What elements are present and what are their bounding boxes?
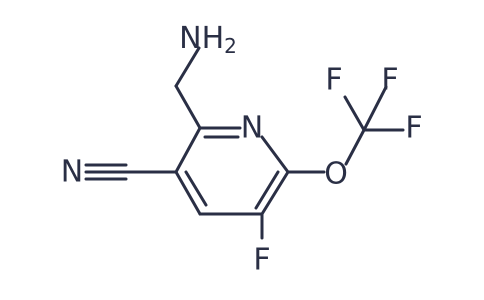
bond-o-cf3 (344, 128, 366, 166)
bond-n1-c6 (260, 135, 290, 174)
bond-cf3-f-left (343, 95, 366, 132)
atom-cf3-f-top: F (381, 63, 398, 98)
atom-nh2-symbol: NH (179, 21, 224, 56)
atom-ring-n: N (241, 111, 263, 146)
atom-nh2: NH2 (179, 21, 237, 59)
bond-c6-c5 (260, 170, 290, 216)
atom-nh2-subscript: 2 (224, 34, 237, 58)
atom-labels: NH2 N N F O F F F (61, 21, 423, 278)
bond-ch2-c2 (174, 84, 202, 130)
atom-ether-o: O (324, 157, 348, 192)
atom-nitrile-n: N (61, 155, 83, 190)
bond-c4-c3-double (184, 170, 208, 207)
bond-cf3-f-top (362, 85, 388, 132)
bonds (84, 46, 405, 240)
bond-c6-c5-double (254, 170, 280, 210)
bond-c3-c2 (174, 126, 202, 174)
bond-c4-c3 (174, 170, 202, 216)
atom-cf3-f-left: F (325, 63, 342, 98)
bond-nh2-ch2 (174, 46, 201, 88)
atom-cf3-f-right: F (405, 111, 422, 146)
atom-ring-f: F (253, 243, 270, 278)
